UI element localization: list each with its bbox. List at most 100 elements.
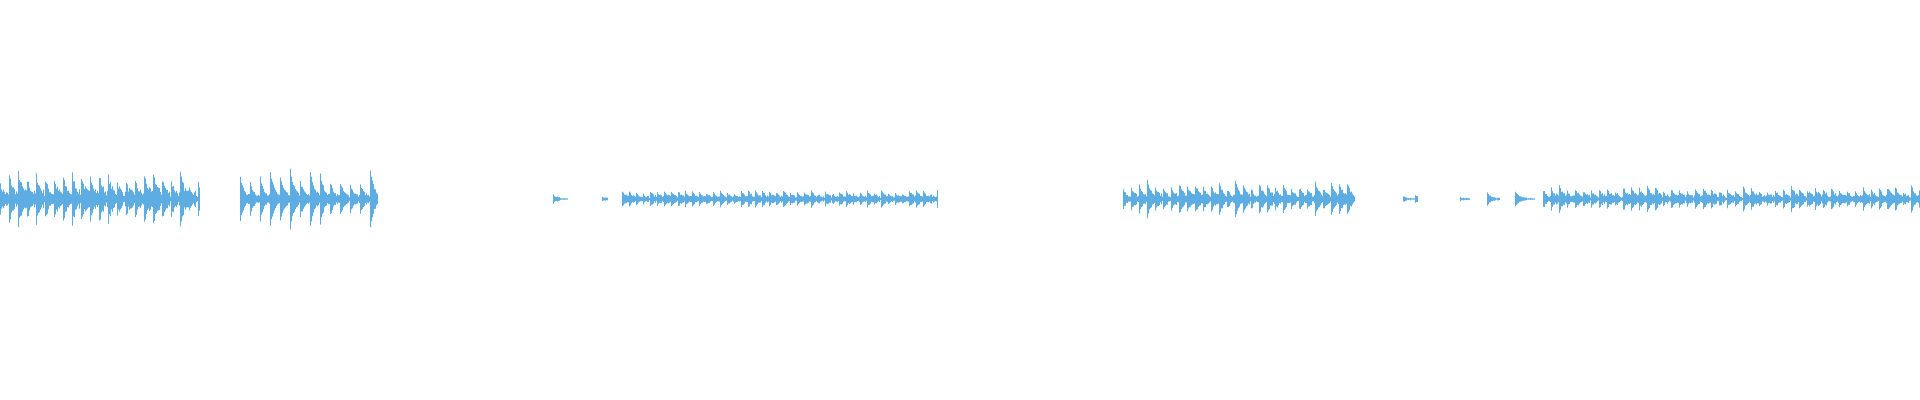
waveform-sample [1256,196,1257,202]
waveform-sample [1657,190,1658,208]
waveform-sample [373,184,374,214]
waveform-sample [702,195,703,203]
waveform-sample [1631,187,1632,211]
waveform-sample [1516,193,1517,205]
waveform-sample [1353,195,1354,203]
waveform-sample [1547,195,1548,203]
waveform-sample [1881,191,1882,207]
waveform-sample [1344,193,1345,205]
waveform-sample [151,191,152,207]
waveform-sample [124,196,125,202]
waveform-sample [121,189,122,209]
waveform-sample [926,195,927,203]
waveform-sample [1317,188,1318,210]
waveform-sample [773,194,774,204]
waveform-sample [10,178,11,220]
waveform-sample [12,187,13,211]
waveform-sample [818,194,819,204]
waveform-sample [1747,193,1748,205]
waveform-sample [296,190,297,208]
waveform-sample [1545,194,1546,204]
waveform-sample [602,196,603,202]
waveform-sample [891,196,892,202]
waveform-sample [857,196,858,202]
waveform-sample [284,189,285,209]
waveform-sample [9,175,10,223]
waveform-sample [199,187,200,211]
waveform-sample [1649,189,1650,209]
waveform-sample [8,194,9,204]
waveform-sample [633,195,634,203]
waveform-sample [1584,192,1585,206]
waveform-sample [792,194,793,204]
waveform-sample [1674,193,1675,205]
waveform-sample [1329,195,1330,203]
waveform-sample [1528,198,1529,200]
waveform-sample [300,181,301,217]
waveform-sample [712,196,713,202]
waveform-sample [828,194,829,204]
waveform-sample [719,196,720,202]
waveform-sample [62,193,63,205]
waveform-sample [75,188,76,210]
waveform-sample [900,196,901,202]
waveform-sample [1524,197,1525,201]
waveform-sample [793,195,794,203]
waveform-sample [1311,193,1312,205]
waveform-sample [275,190,276,209]
waveform-sample [150,188,151,210]
waveform-sample [88,190,89,208]
waveform-sample [906,196,907,202]
waveform-sample [119,186,120,212]
waveform-sample [1770,194,1771,204]
waveform-sample [1320,192,1321,206]
waveform-sample [787,195,788,203]
waveform-sample [1152,193,1153,205]
waveform-sample [128,191,129,207]
waveform-sample [369,196,370,202]
waveform-sample [1605,196,1606,202]
waveform-sample [313,185,314,213]
waveform-sample [310,172,311,226]
waveform-sample [123,195,124,203]
waveform-sample [1343,193,1344,205]
waveform-sample [1407,198,1408,200]
waveform-sample [1619,196,1620,202]
waveform-sample [318,193,319,206]
waveform-sample [360,184,361,214]
waveform-sample [142,194,143,204]
waveform-sample [814,195,815,203]
waveform-sample [265,193,266,205]
waveform-sample [1775,190,1776,208]
waveform-samples [0,168,1920,230]
waveform-sample [1617,193,1618,205]
waveform-sample [822,197,823,201]
waveform-sample [1190,191,1191,207]
waveform-sample [852,196,853,202]
waveform-sample [1283,185,1284,213]
waveform-sample [1245,189,1246,209]
waveform-sample [1702,195,1703,203]
waveform-sample [1182,190,1183,208]
waveform-sample [191,191,192,207]
waveform-sample [684,196,685,202]
waveform-sample [916,190,917,208]
waveform-sample [1591,190,1592,208]
waveform-sample [1717,197,1718,202]
waveform-sample [564,198,565,200]
waveform-sample [1808,193,1809,205]
waveform-sample [1408,198,1409,200]
waveform-sample [1824,191,1825,207]
waveform-sample [64,179,65,219]
waveform-sample [1721,192,1722,206]
waveform-sample [1206,194,1207,204]
waveform-sample [1262,190,1263,208]
waveform-sample [1132,191,1133,207]
waveform-sample [816,196,817,202]
waveform-sample [840,193,841,205]
waveform-sample [1467,198,1468,200]
waveform-sample [725,196,726,202]
waveform-sample [1911,185,1912,213]
waveform-sample [1690,194,1691,204]
waveform-sample [131,189,132,209]
